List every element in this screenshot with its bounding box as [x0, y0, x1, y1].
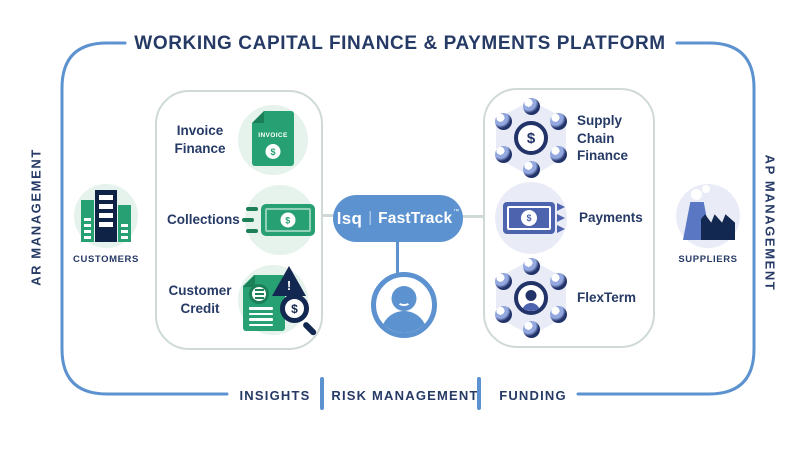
product-name: FastTrack: [378, 209, 453, 227]
dollar-hub-icon: $: [514, 121, 548, 156]
doc-text-lines: [249, 307, 273, 326]
speed-dash: [241, 218, 254, 222]
supply-chain-network-icon: $: [489, 98, 573, 179]
coin-emblem-icon: [249, 284, 269, 304]
flexterm-label: FlexTerm: [577, 289, 637, 305]
person-head: [525, 289, 537, 301]
customer-credit-row: Customer Credit ! $: [167, 261, 318, 339]
network-node-icon: [495, 146, 512, 164]
logo-divider: |: [368, 209, 373, 226]
network-node-icon: [550, 272, 567, 290]
warning-mark: !: [286, 278, 292, 293]
customers-building-icon: [74, 184, 138, 248]
factory-shape: [683, 185, 735, 240]
customers-label: CUSTOMERS: [73, 254, 139, 265]
user-avatar-icon: [371, 272, 437, 338]
network-node-icon: [523, 98, 540, 116]
arrow-right-icon: [557, 224, 565, 233]
building-left-wing: [81, 200, 94, 242]
invoice-document-icon: INVOICE $: [235, 101, 311, 179]
dollar-coin-icon: $: [521, 209, 537, 226]
pill-stem-line: [396, 242, 399, 273]
trademark-mark: ™: [453, 208, 460, 215]
customer-credit-icon: ! $: [235, 261, 318, 339]
network-node-icon: [495, 272, 512, 290]
ap-management-rail: AP MANAGEMENT: [762, 154, 778, 292]
ar-services-box: Invoice Finance INVOICE $ Collections $: [155, 90, 323, 350]
collections-cash-icon: $: [241, 181, 318, 259]
supply-chain-finance-label: Supply Chain Finance: [577, 113, 629, 164]
collections-row: Collections $: [167, 181, 315, 259]
money-bill-icon: $: [503, 201, 555, 234]
flexterm-network-icon: [489, 257, 573, 338]
speed-dash: [245, 229, 258, 233]
bill-inner-border: [264, 208, 311, 232]
flexterm-row: FlexTerm: [489, 257, 647, 338]
network-node-icon: [495, 305, 512, 323]
invoice-doc-text: INVOICE: [258, 132, 288, 139]
invoice-doc-shape: INVOICE $: [252, 111, 294, 166]
network-node-icon: [550, 113, 567, 131]
footer-risk-management-label: RISK MANAGEMENT: [331, 388, 479, 403]
person-hub-icon: [514, 280, 548, 315]
bracket-right-path: [576, 41, 756, 396]
network-node-icon: [550, 305, 567, 323]
payments-bill-icon: $: [489, 179, 575, 257]
credit-report-doc: [243, 275, 285, 331]
factory-building: [701, 214, 735, 240]
lsq-logo-text: lsq: [336, 208, 363, 228]
building-shape: [81, 190, 131, 242]
supply-chain-finance-row: $ Supply Chain Finance: [489, 98, 647, 179]
smoke-puff: [691, 189, 702, 200]
footer-separator: [320, 377, 324, 410]
connector-right-line: [462, 215, 484, 218]
building-right-wing: [118, 205, 131, 242]
footer-separator: [477, 377, 481, 410]
building-center-tower: [95, 190, 117, 242]
payments-row: $ Payments: [489, 179, 647, 257]
magnifier-dollar-icon: $: [280, 294, 309, 323]
bill-inner-border: [507, 205, 551, 230]
magnifier-handle: [301, 320, 318, 337]
network-node-icon: [550, 146, 567, 164]
avatar-body: [381, 311, 427, 333]
avatar-smile: [397, 298, 411, 306]
ap-services-box: $ Supply Chain Finance $ Payments: [483, 88, 655, 348]
network-node-icon: [523, 257, 540, 275]
money-bill-icon: $: [260, 204, 315, 236]
suppliers-label: SUPPLIERS: [678, 254, 738, 265]
footer-funding-label: FUNDING: [499, 388, 567, 403]
network-node-icon: [523, 320, 540, 338]
arrow-right-icon: [557, 202, 565, 211]
network-node-icon: [495, 113, 512, 131]
fasttrack-pill: lsq | FastTrack ™: [333, 195, 463, 242]
customers-group: CUSTOMERS: [72, 184, 140, 265]
network-node-icon: [523, 161, 540, 179]
invoice-finance-row: Invoice Finance INVOICE $: [167, 101, 311, 179]
ar-management-rail: AR MANAGEMENT: [28, 148, 44, 286]
smoke-puff: [702, 185, 710, 193]
connector-left-line: [322, 214, 334, 217]
arrow-right-icon: [557, 213, 565, 222]
suppliers-factory-icon: [676, 184, 740, 248]
dollar-glyph: $: [526, 129, 536, 147]
footer-insights-label: INSIGHTS: [239, 388, 311, 403]
page-title: WORKING CAPITAL FINANCE & PAYMENTS PLATF…: [134, 33, 666, 54]
payments-label: Payments: [579, 210, 643, 226]
dollar-coin-icon: $: [280, 212, 296, 228]
invoice-finance-label: Invoice Finance: [174, 123, 226, 156]
customer-credit-label: Customer Credit: [168, 283, 232, 316]
bracket-left-path: [60, 41, 229, 396]
dollar-coin-icon: $: [265, 144, 281, 159]
person-body: [522, 302, 540, 311]
dollar-glyph: $: [291, 301, 298, 316]
collections-label: Collections: [167, 212, 240, 228]
suppliers-group: SUPPLIERS: [673, 184, 743, 265]
speed-dash: [245, 207, 258, 211]
